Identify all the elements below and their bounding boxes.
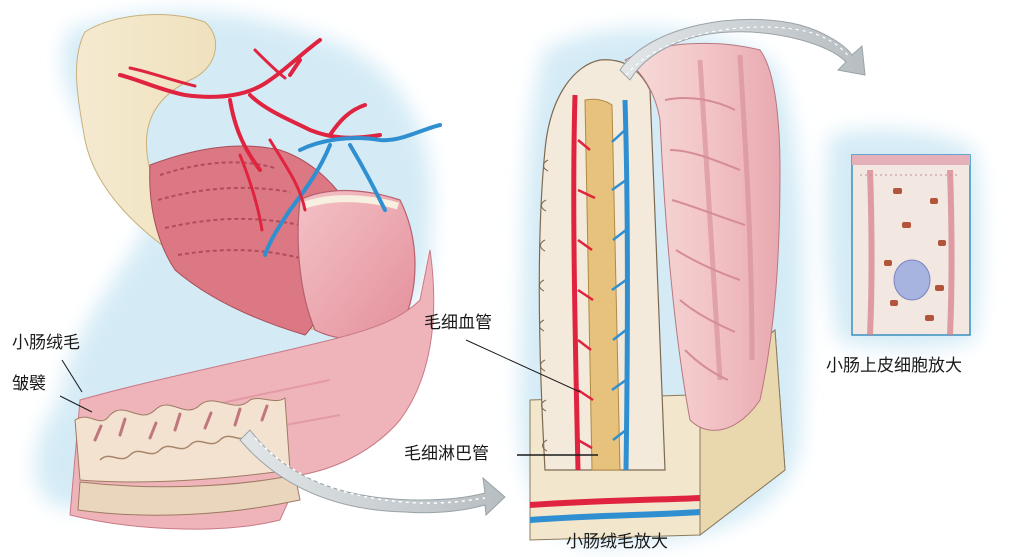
label-folds: 皱襞 (12, 376, 46, 393)
label-epithelial-enlarged: 小肠上皮细胞放大 (826, 358, 962, 375)
epithelial-cell-enlarged (852, 155, 970, 335)
label-villi: 小肠绒毛 (12, 335, 80, 352)
label-lymph-capillary: 毛细淋巴管 (404, 446, 489, 463)
label-capillary: 毛细血管 (424, 315, 492, 332)
label-villus-enlarged: 小肠绒毛放大 (566, 534, 668, 551)
